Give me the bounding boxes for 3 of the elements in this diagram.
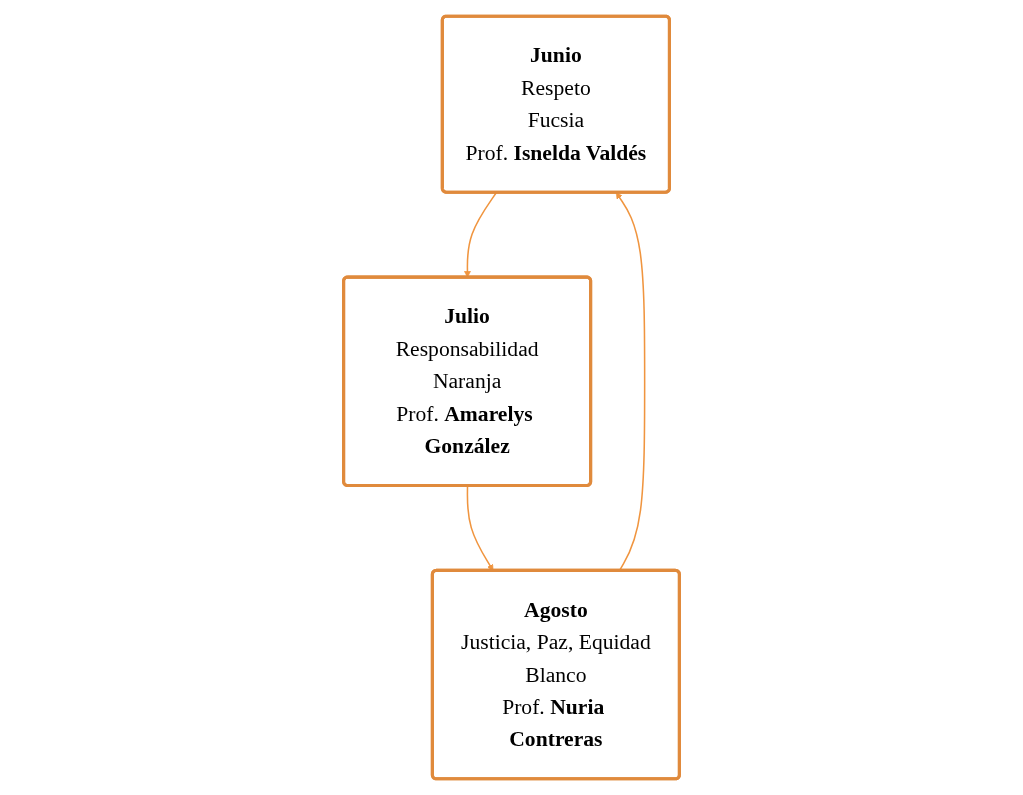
month-box: Agosto Justicia, Paz, Equidad Blanco Prof. Nuria Contreras: [430, 568, 681, 781]
month-box: Junio Respeto Fucsia Prof. Isnelda Valdés: [440, 14, 671, 194]
month-box: Julio Responsabilidad Naranja Prof. Amarelys González: [342, 275, 593, 488]
